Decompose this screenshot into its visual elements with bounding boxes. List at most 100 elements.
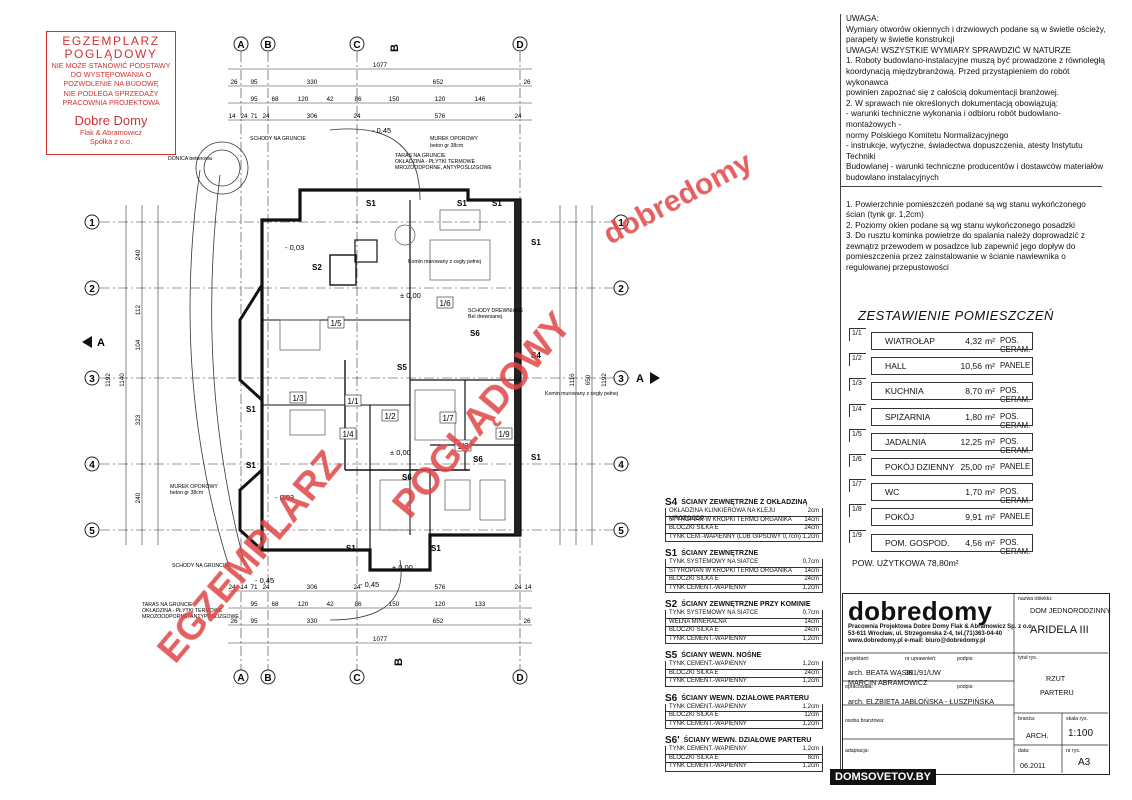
nr: A3 (1078, 757, 1091, 768)
room-floor: POS. CERAM. (1000, 436, 1031, 455)
room-num: 1/5 (849, 428, 866, 442)
svg-text:A: A (97, 337, 105, 349)
stamp-line: DO WYSTĘPOWANIA O (70, 70, 152, 80)
floor-plan-drawing: A B C D A B C D 1 2 3 4 5 1 2 3 4 5 A A … (82, 36, 758, 685)
opracowal: arch. ELŻBIETA JABŁOŃSKA - ŁUSZPIŃSKA (848, 697, 995, 706)
grid-label: D (516, 40, 523, 51)
room-box (871, 382, 1033, 401)
legend-layer: TYNK CEMENT.-WAPIENNY (669, 584, 747, 591)
row-bubbles: 1 2 3 4 5 1 2 3 4 5 (84, 214, 629, 538)
grid-label: B (264, 673, 271, 684)
svg-text:S1: S1 (492, 199, 502, 208)
label-osoba: osoba branżowa: (845, 718, 885, 724)
company-address: Pracownia Projektowa Dobre Domy Flak & A… (848, 624, 1034, 644)
svg-text:95: 95 (250, 79, 258, 86)
room-floor: POS. CERAM. (1000, 336, 1031, 354)
column-bubbles-bottom: A B C D (233, 669, 528, 685)
svg-text:2: 2 (89, 284, 95, 295)
room-area: 9,91 (965, 512, 982, 523)
svg-text:B: B (393, 658, 405, 666)
room-area: 8,70 (965, 386, 982, 397)
label-opracowal: opracowała: (845, 684, 873, 690)
room-name: WC (885, 487, 900, 498)
svg-text:24: 24 (514, 584, 522, 591)
svg-text:120: 120 (435, 96, 446, 103)
svg-text:42: 42 (326, 96, 334, 103)
svg-text:S5: S5 (397, 363, 407, 372)
legend-thickness: 1,2cm (802, 720, 819, 727)
branza: ARCH. (1026, 731, 1049, 740)
legend-layer: TYNK CEMENT.-WAPIENNY (669, 746, 747, 752)
svg-text:beton gr 38cm: beton gr 38cm (170, 490, 203, 496)
legend-code: S1 (665, 548, 678, 559)
svg-text:4: 4 (89, 460, 95, 471)
svg-text:S1: S1 (457, 199, 467, 208)
svg-text:1/3: 1/3 (292, 394, 304, 403)
area-total: POW. UŻYTKOWA 78,80m² (852, 558, 959, 568)
room-box (871, 508, 1033, 527)
room-labels: 1/1 1/2 1/3 1/4 1/5 1/6 1/7 1/8 1/9 (289, 296, 513, 452)
room-unit: m² (985, 461, 996, 472)
svg-text:3: 3 (618, 374, 624, 385)
svg-text:TARAS NA GRUNCIE: TARAS NA GRUNCIE (395, 153, 446, 159)
svg-text:S1: S1 (366, 199, 376, 208)
projektant-1: arch. BEATA WĄSIK (848, 668, 914, 677)
room-area: 4,56 (965, 537, 982, 548)
svg-text:beton gr 38cm: beton gr 38cm (430, 143, 463, 149)
title-block (842, 593, 1110, 775)
svg-text:68: 68 (271, 96, 279, 103)
svg-text:S4: S4 (531, 351, 541, 360)
legend-title: ŚCIANY ZEWNĘTRZNE (681, 550, 759, 557)
legend-layer: TYNK CEMENT.-WAPIENNY (669, 661, 747, 667)
label-projektant: projektant: (845, 656, 870, 662)
legend-layer: TYNK CEMENT.-WAPIENNY (669, 763, 747, 769)
project-name: ARIDELA III (1030, 624, 1089, 636)
legend-layer: BLOCZKI SILKA E (669, 525, 719, 531)
svg-text:240: 240 (135, 249, 142, 260)
svg-text:330: 330 (307, 618, 318, 625)
label-data: data: (1018, 748, 1030, 754)
legend-thickness: 2cm (807, 508, 819, 514)
room-name: WIATROŁAP (885, 336, 935, 346)
legend-layer: WEŁNA MINERALNA (669, 618, 727, 625)
legend-layer: BLOCZKI SILKA E (669, 576, 719, 582)
svg-text:1/8: 1/8 (457, 442, 469, 451)
data: 06.2011 (1020, 761, 1046, 770)
svg-text:dobredomy: dobredomy (598, 145, 758, 251)
room-floor: POS. CERAM. (1000, 386, 1031, 405)
legend-thickness: 1,2cm (802, 703, 819, 710)
svg-text:1: 1 (618, 218, 624, 229)
dimension-text: 1077 26 95 330 652 26 95 68 120 42 86 15… (228, 62, 532, 643)
section-marks: A A B B (82, 44, 660, 666)
svg-text:OKŁADZINA - PŁYTKI TERMOWE: OKŁADZINA - PŁYTKI TERMOWE (395, 159, 476, 165)
room-name: JADALNIA (885, 436, 927, 447)
legend-layer: BLOCZKI SILKA E (669, 627, 719, 633)
label-podpis: podpis: (957, 656, 974, 662)
room-box (871, 483, 1033, 502)
stamp-line: Flak & Abramowicz (79, 128, 143, 138)
svg-text:86: 86 (354, 601, 362, 608)
svg-text:S6: S6 (470, 329, 480, 338)
room-name: POKÓJ (885, 512, 915, 523)
legend-thickness: 1,2cm (802, 533, 819, 540)
svg-text:1/2: 1/2 (384, 412, 396, 421)
room-name: POKÓJ DZIENNY (885, 461, 955, 472)
svg-text:MUREK OPOROWY: MUREK OPOROWY (430, 136, 478, 142)
svg-text:SCHODY NA GRUNCIE: SCHODY NA GRUNCIE (250, 136, 306, 142)
legend-layer: BLOCZKI SILKA E (669, 754, 719, 761)
svg-text:24: 24 (228, 584, 236, 591)
legend-thickness: 1,2cm (802, 635, 819, 642)
